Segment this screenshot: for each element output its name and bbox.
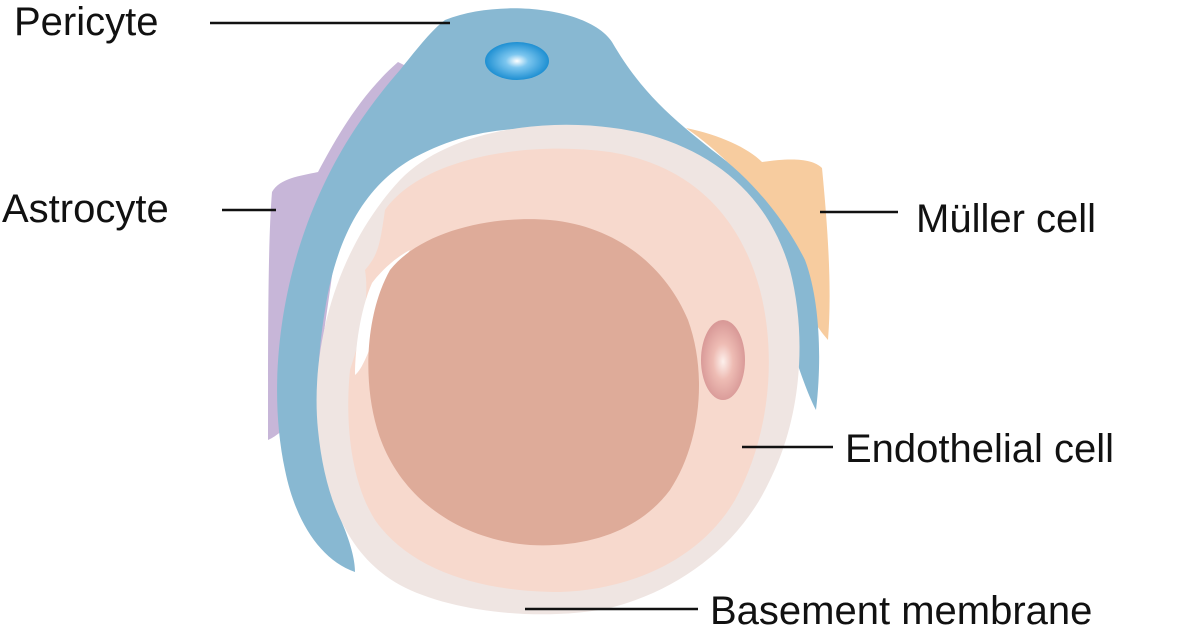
muller-cell-shape	[686, 128, 830, 340]
label-endothelial-cell: Endothelial cell	[845, 427, 1114, 471]
label-basement-membrane: Basement membrane	[710, 589, 1092, 633]
label-muller-cell: Müller cell	[916, 197, 1096, 241]
pericyte-nucleus	[485, 42, 549, 80]
endothelial-nucleus	[701, 320, 745, 400]
vessel-lumen	[368, 219, 700, 546]
label-astrocyte: Astrocyte	[2, 187, 169, 231]
label-pericyte: Pericyte	[14, 0, 159, 44]
